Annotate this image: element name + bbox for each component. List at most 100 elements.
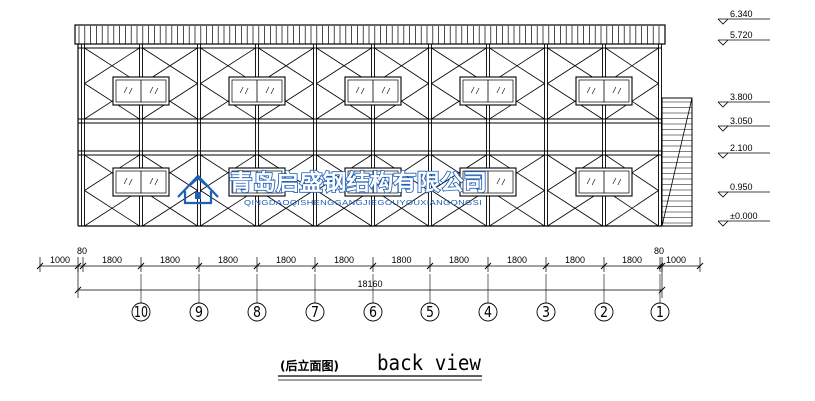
cross-brace [200,154,256,191]
dimension-bay: 1800 [622,255,642,265]
glass-mark [128,178,133,186]
glass-mark [128,87,133,95]
cross-brace [316,47,372,84]
dimension-bay: 1800 [507,255,527,265]
glass-mark [501,87,506,95]
glass-mark [360,87,365,95]
cross-brace [142,190,198,227]
cross-brace [431,47,487,84]
roof-corrugation [74,24,666,45]
axis-bubble [650,302,670,322]
level-value: ±0.000 [730,211,757,221]
cross-brace [258,83,314,120]
dimension-right-overhang: 1000 [666,255,686,265]
dimension-left-offset: 80 [77,246,87,256]
glass-mark [381,177,386,185]
axis-label: 5 [426,303,434,321]
cross-brace [84,47,140,84]
dimension-slash [696,262,704,270]
caption-english: back view [377,351,481,375]
cross-brace [316,154,372,191]
axis-label: 4 [484,303,492,321]
glass-mark [475,178,480,186]
axis-label: 3 [542,303,550,321]
roof-fascia [74,24,666,45]
window-set [112,76,633,197]
cross-brace [489,190,545,227]
axis-label: 8 [253,303,261,321]
cross-brace [258,190,314,227]
dimension-total: 18160 [357,279,382,289]
glass-mark [612,86,617,94]
glass-mark [265,86,270,94]
glass-mark [360,178,365,186]
glass-mark [586,177,591,185]
dimension-slash [195,262,203,270]
total-dimension-slash [74,286,82,294]
level-value: 0.950 [730,182,753,192]
caption-chinese: (后立面图) [280,358,339,373]
glass-mark [270,178,275,186]
level-triangle [717,101,729,108]
cross-brace [431,154,487,191]
axis-bubble [247,302,267,322]
dimension-slash [311,262,319,270]
dimension-slash [253,262,261,270]
glass-mark [265,177,270,185]
level-triangle [717,191,729,198]
dimension-bay: 1800 [334,255,354,265]
dimension-slash [600,262,608,270]
cross-brace [142,83,198,120]
axis-label: 6 [369,303,377,321]
dimension-slash [426,262,434,270]
glass-mark [149,177,154,185]
cross-brace [547,154,603,191]
dimension-bay: 1800 [565,255,585,265]
glass-mark [270,87,275,95]
glass-mark [470,177,475,185]
dimension-left-overhang: 1000 [50,255,70,265]
cross-brace [605,190,659,227]
glass-mark [470,86,475,94]
dimension-slash [542,262,550,270]
glass-mark [154,178,159,186]
level-value: 2.100 [730,143,753,153]
glass-mark [591,87,596,95]
dimension-slash [137,262,145,270]
level-triangle [717,220,729,227]
glass-mark [501,178,506,186]
dimension-bay: 1800 [102,255,122,265]
cross-brace [84,154,140,191]
glass-mark [496,86,501,94]
level-value: 5.720 [730,30,753,40]
glass-mark [239,177,244,185]
level-triangle [717,39,729,46]
axis-label: 1 [656,303,664,321]
axis-label: 9 [195,303,203,321]
glass-mark [381,86,386,94]
level-value: 3.050 [730,116,753,126]
dimension-slash [484,262,492,270]
staircase [661,97,693,227]
glass-mark [355,86,360,94]
house-logo-icon [177,174,219,205]
glass-mark [244,178,249,186]
glass-mark [154,87,159,95]
axis-label: 10 [134,303,148,321]
axis-bubble [363,302,383,322]
axis-bubble [420,302,440,322]
dimension-right-offset: 80 [654,246,664,256]
cross-brace [200,47,256,84]
axis-bubble [536,302,556,322]
glass-mark [149,86,154,94]
glass-mark [612,177,617,185]
level-value: 6.340 [730,9,753,19]
glass-mark [496,177,501,185]
glass-mark [617,87,622,95]
cross-brace [489,83,545,120]
cross-brace [547,47,603,84]
